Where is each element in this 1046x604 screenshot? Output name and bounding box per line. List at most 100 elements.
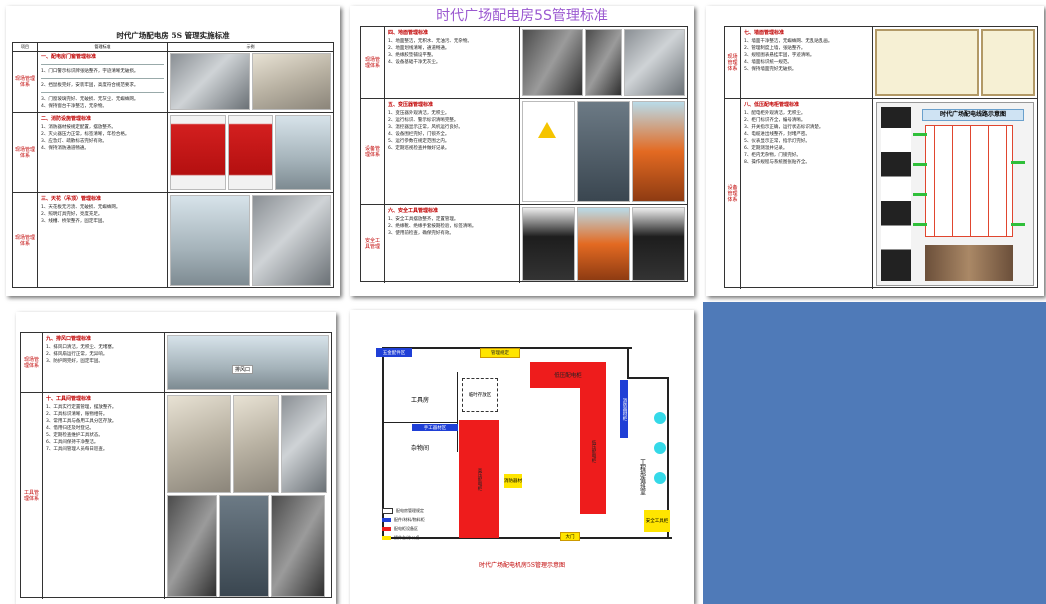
section-walls: 现场管理体系 七、墙面管理标准 1、墙面干净整洁，无蜘蛛网、无乱贴乱画。 2、管… [725,27,1037,99]
photo-group [521,28,686,97]
page-2-table: 现场管理体系 四、地面管理标准 1、地面整洁，无积水、无油污、无杂物。 2、地面… [360,26,688,283]
photo [584,29,623,96]
text-line: 4、设备围栏完好，门锁齐全。 [388,132,450,137]
text-line: 1、门口警示标识牌张贴整齐，字迹清晰无破损。 [41,69,139,74]
photo-group [169,52,332,111]
column-header: 项目 [13,43,38,51]
page-4[interactable]: 现场管理体系 九、排风口管理标准 1、排风口清洁，无积尘、无堵塞。 2、排风扇运… [16,312,336,604]
section-text: 六、安全工具管理标准 1、安全工具摆放整齐，定置管理。 2、绝缘靴、绝缘手套按期… [385,205,520,283]
legend-item: 配件/材料/物料柜 [394,517,425,522]
text-line: 4、电缆进出线整齐，封堵严密。 [744,132,810,137]
text-line: 3、常用工具与备用工具分区存放。 [46,419,117,424]
room-storage: 杂物间 [410,444,429,452]
cyan-marker [654,442,666,454]
text-line: 1、地面整洁，无积水、无油污、无杂物。 [388,39,472,44]
text-line: 1、墙面干净整洁，无蜘蛛网、无乱贴乱画。 [744,39,833,44]
text-line: 5、仪表显示正常，指示灯完好。 [744,139,810,144]
section-text: 二、消防设施管理标准 1、消防器材按规定配置，摆放整齐。 2、灭火器压力正常，标… [38,113,168,192]
text-line: 2、灭火器压力正常，标签清晰，年检合格。 [41,132,130,137]
map-caption: 时代广场配电机房5S管理示意图 [479,562,565,569]
photo [281,395,327,493]
text-line: 3、绝缘胶垫铺设平整。 [388,53,436,58]
text-line: 3、防护网完好，固定牢固。 [46,359,103,364]
system-diagram-title: 时代广场配电线路示意图 [922,109,1024,121]
text-line: 2、管理制度上墙，张贴整齐。 [744,46,806,51]
section-label: 现场管理体系 [13,193,38,288]
section-floor: 现场管理体系 四、地面管理标准 1、地面整洁，无积水、无油污、无杂物。 2、地面… [361,27,687,99]
photo [875,29,979,96]
photo [170,195,250,286]
section-vent: 现场管理体系 九、排风口管理标准 1、排风口清洁，无积尘、无堵塞。 2、排风扇运… [21,333,331,393]
photo [170,115,226,190]
photo [167,395,231,493]
table-header: 项目 管理标准 示例 [13,43,333,52]
text-line: 1、工具实行定置管理，摆放整齐。 [46,405,117,410]
text-line: 2、照明灯具完好，亮度充足。 [41,212,103,217]
text-line: 6、定期巡视检查并做好记录。 [388,146,450,151]
text-line: 5、保持墙面完好无破损。 [744,67,797,72]
section-doors: 现场管理体系 一、配电房门窗管理标准 1、门口警示标识牌张贴整齐，字迹清晰无破损… [13,51,333,113]
exit-door: 大门 [560,532,580,541]
text-line: 3、使用前检查，确保完好有效。 [388,231,454,236]
text-line: 3、开关指示正确，运行状态标识清楚。 [744,125,824,130]
photo-group [169,194,332,287]
photo-group [169,114,332,191]
section-low-voltage: 设备管理体系 八、低压配电柜管理标准 1、配电柜外观清洁，无积尘。 2、柜门标识… [725,99,1037,289]
photo [522,207,575,281]
zone-fire-cabinet: 消防器材柜 [620,380,628,438]
section-text: 五、变压器管理标准 1、变压器外观清洁，无积尘。 2、运行标识、警示标识清晰完整… [385,99,520,204]
photo [624,29,685,96]
section-label: 现场管理体系 [21,333,43,392]
photo-group [521,100,686,203]
legend-item: 操作台/办公桌 [394,535,420,540]
section-label: 工具管理体系 [21,393,43,599]
section-ceiling: 现场管理体系 三、天花（吊顶）管理标准 1、天花板无污渍、无破损、无蜘蛛网。 2… [13,193,333,288]
text-line: 2、排风扇运行正常，无异响。 [46,352,108,357]
photo [577,207,630,281]
section-heading: 十、工具间管理标准 [46,396,92,402]
text-line: 3、规程图表悬挂牢固，字迹清晰。 [744,53,815,58]
photo [577,101,630,202]
text-line: 3、温控器显示正常，风机运行良好。 [388,125,463,130]
zone-high-voltage: 高压配电柜 [459,420,499,538]
text-line: 1、天花板无污渍、无破损、无蜘蛛网。 [41,205,121,210]
page-4-table: 现场管理体系 九、排风口管理标准 1、排风口清洁，无积尘、无堵塞。 2、排风扇运… [20,332,332,599]
photo [233,395,279,493]
warning-sign-photo [522,101,575,202]
zone-hand-tools: 手工器材区 [412,424,458,431]
section-label: 现场管理体系 [13,51,38,112]
photo [275,115,331,190]
vent-label: 排风口 [232,365,254,375]
page-1[interactable]: 时代广场配电房 5S 管理实施标准 项目 管理标准 示例 现场管理体系 一、配电… [6,6,340,296]
section-text: 四、地面管理标准 1、地面整洁，无积水、无油污、无杂物。 2、地面划线清晰，通道… [385,27,520,98]
page-3[interactable]: 现场管理体系 七、墙面管理标准 1、墙面干净整洁，无蜘蛛网、无乱贴乱画。 2、管… [706,6,1044,296]
section-text: 三、天花（吊顶）管理标准 1、天花板无污渍、无破损、无蜘蛛网。 2、照明灯具完好… [38,193,168,288]
text-line: 2、地面划线清晰，通道畅通。 [388,46,450,51]
section-text: 九、排风口管理标准 1、排风口清洁，无积尘、无堵塞。 2、排风扇运行正常，无异响… [43,333,165,392]
text-line: 6、工具间保持干净整洁。 [46,440,99,445]
section-label: 安全工具管理 [361,205,385,283]
text-line: 3、应急灯、疏散标志完好有效。 [41,139,107,144]
page-2[interactable]: 时代广场配电房5S管理标准 现场管理体系 四、地面管理标准 1、地面整洁，无积水… [350,6,694,296]
section-text: 七、墙面管理标准 1、墙面干净整洁，无蜘蛛网、无乱贴乱画。 2、管理制度上墙，张… [741,27,873,98]
section-text: 一、配电房门窗管理标准 1、门口警示标识牌张贴整齐，字迹清晰无破损。 2、挡鼠板… [38,51,168,112]
section-heading: 八、低压配电柜管理标准 [744,102,800,108]
text-line: 5、定期检查维护工具状态。 [46,433,103,438]
photo-group [874,28,1036,97]
page-3-table: 现场管理体系 七、墙面管理标准 1、墙面干净整洁，无蜘蛛网、无乱贴乱画。 2、管… [724,26,1038,289]
section-label: 现场管理体系 [361,27,385,98]
section-fire: 现场管理体系 二、消防设施管理标准 1、消防器材按规定配置，摆放整齐。 2、灭火… [13,113,333,193]
page-5[interactable]: 五金配件区 管理规定 工具房 杂物间 手工器材区 临时存放区 高压配电柜 低压配… [350,310,694,604]
page-2-title: 时代广场配电房5S管理标准 [436,8,608,24]
text-line: 3、门窗玻璃完好、无破损、无灰尘、无蜘蛛网。 [41,97,139,102]
text-line: 1、排风口清洁，无积尘、无堵塞。 [46,345,117,350]
zone-temp: 临时存放区 [462,378,498,412]
section-heading: 六、安全工具管理标准 [388,208,439,214]
photo [227,115,274,190]
zone-hardware: 五金配件区 [376,348,412,357]
zone-low-voltage-top: 低压配电柜 [530,362,606,388]
section-label: 设备管理体系 [361,99,385,204]
zone-fire-equipment: 消防器材 [504,474,522,488]
text-line: 5、运行参数在规定范围之内。 [388,139,450,144]
